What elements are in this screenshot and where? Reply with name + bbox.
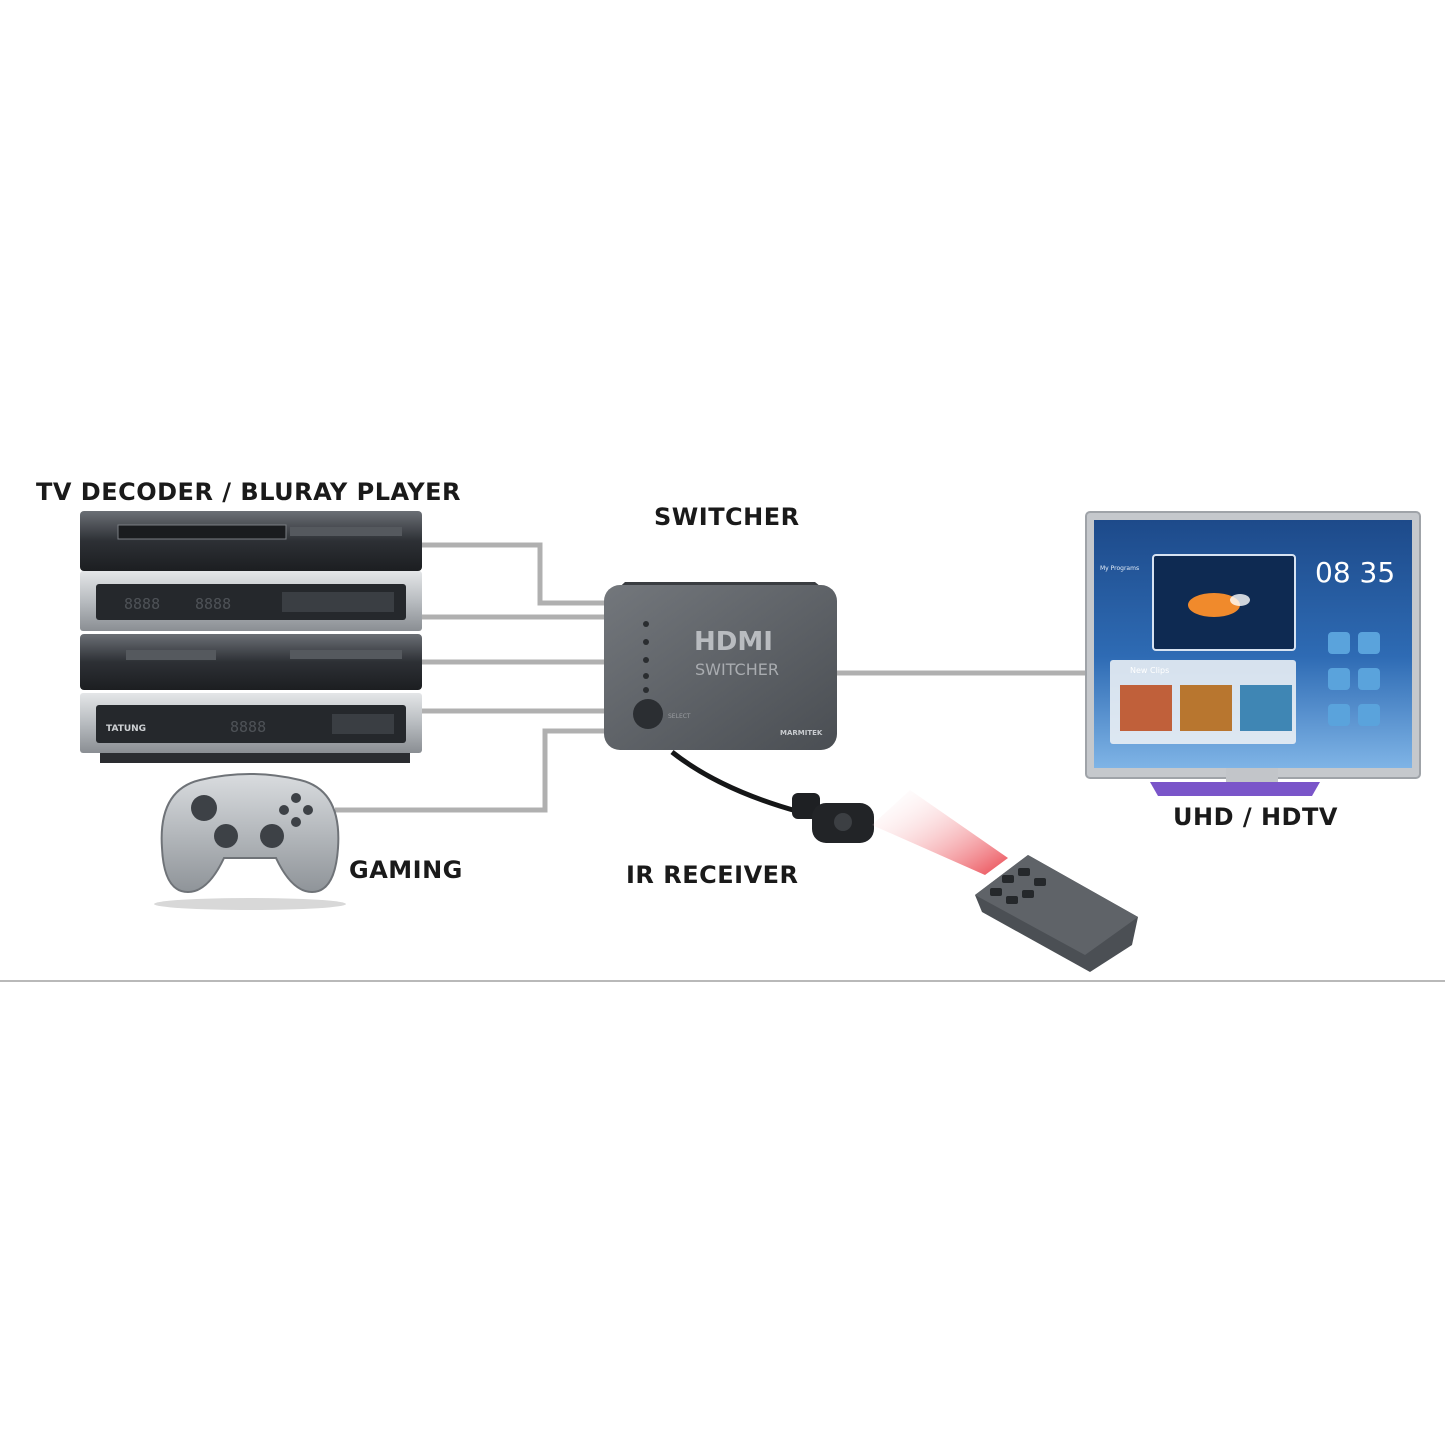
switcher-device-name: SWITCHER xyxy=(695,660,779,679)
ir-beam xyxy=(872,790,1008,875)
remote-control-icon xyxy=(975,855,1138,972)
select-label: SELECT xyxy=(668,713,691,720)
label-tv: UHD / HDTV xyxy=(1173,803,1338,831)
decoder-display-1: 8888 xyxy=(124,595,160,613)
tv-program-label: My Programs xyxy=(1100,565,1139,572)
bluray-player-1 xyxy=(80,511,422,571)
tv-clock: 08 35 xyxy=(1315,556,1395,589)
marmitek-logo: MARMITEK xyxy=(780,729,823,737)
decoder-display-2: 8888 xyxy=(195,595,231,613)
cable-input-gaming xyxy=(335,728,605,813)
source-devices-stack: 8888 8888 TATUNG 8888 xyxy=(80,511,422,763)
select-button xyxy=(633,699,663,729)
hdmi-logo: HDMI xyxy=(694,627,773,657)
tatung-logo: TATUNG xyxy=(106,724,146,734)
label-switcher: SWITCHER xyxy=(654,503,800,531)
label-gaming: GAMING xyxy=(349,856,463,884)
label-sources: TV DECODER / BLURAY PLAYER xyxy=(36,478,462,506)
label-ir-receiver: IR RECEIVER xyxy=(626,861,799,889)
bluray-player-2 xyxy=(80,634,422,690)
tv-panel-title: New Clips xyxy=(1130,666,1169,675)
hdmi-cables xyxy=(335,542,1090,813)
cable-input-1 xyxy=(420,542,605,606)
decoder-display-3: 8888 xyxy=(230,718,266,736)
gamepad-icon xyxy=(154,773,346,910)
hdtv: 08 35 My Programs New Clips xyxy=(1085,511,1421,796)
hdmi-switcher-device: HDMI SWITCHER SELECT MARMITEK xyxy=(604,582,837,750)
ir-receiver xyxy=(670,750,874,843)
